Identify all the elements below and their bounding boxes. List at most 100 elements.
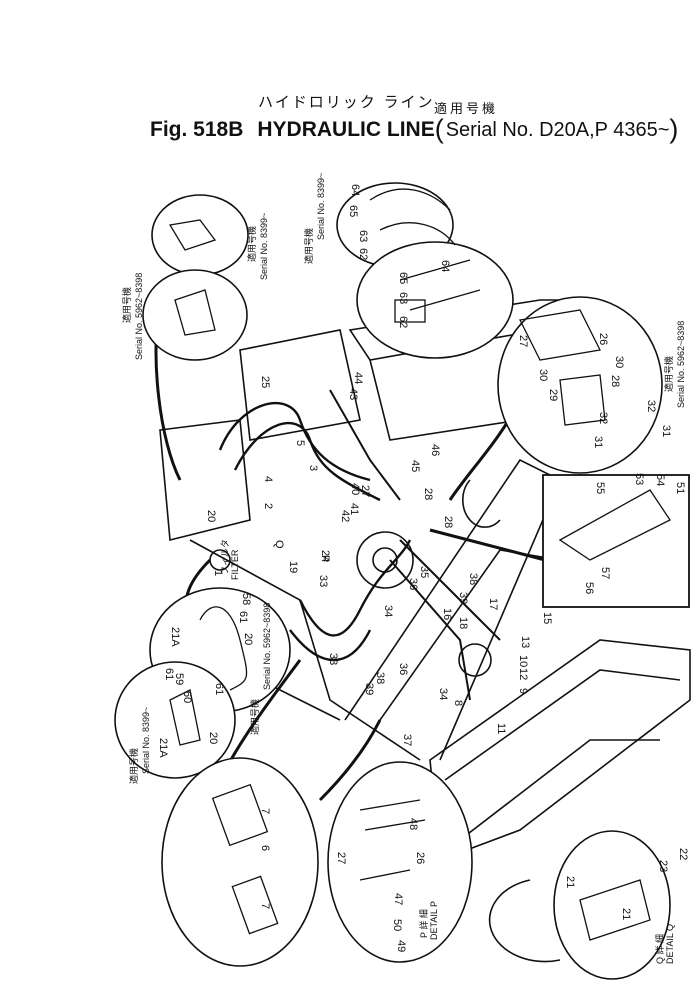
detail-box-bracket xyxy=(542,474,690,608)
sketch-fitting xyxy=(174,289,216,336)
callout: 28 xyxy=(609,375,621,387)
callout: 28 xyxy=(422,488,434,500)
callout: 65 xyxy=(397,272,409,284)
pump xyxy=(458,643,492,677)
callout: 4 xyxy=(262,476,274,482)
callout: 27 xyxy=(517,335,529,347)
callout: 64 xyxy=(349,184,361,196)
callout: 63 xyxy=(397,292,409,304)
callout: 36 xyxy=(407,578,419,590)
detail-bubbles xyxy=(114,182,671,980)
sketch-box-bracket xyxy=(558,489,671,561)
rotated-notes: 適用号機 Serial No. 5962~8398 適用号機 Serial No… xyxy=(121,173,686,964)
machine-body-lines xyxy=(159,299,691,963)
callout: 19 xyxy=(287,561,299,573)
control-valve-core xyxy=(372,547,398,573)
callout: 21A xyxy=(169,627,181,647)
blade-curve xyxy=(488,879,561,963)
callout: 1 xyxy=(212,570,224,576)
figure-number: Fig. 518B xyxy=(150,118,244,141)
callout: 61 xyxy=(163,668,175,680)
bubble-part-sketches xyxy=(168,188,671,941)
serial-note-jp: 適用号機 xyxy=(128,748,139,784)
callout: 46 xyxy=(429,444,441,456)
callout: 22 xyxy=(677,848,689,860)
callout: 12 xyxy=(517,668,529,680)
serial-note: Serial No. 5962~8398 xyxy=(676,321,686,408)
callout: 36 xyxy=(397,663,409,675)
callout: 59 xyxy=(173,673,185,685)
bubble-center-upper xyxy=(356,241,514,359)
callout: 39 xyxy=(457,592,469,604)
frame-lower xyxy=(379,549,561,721)
sketch-bracket-a xyxy=(519,309,601,361)
callout: 32 xyxy=(645,400,657,412)
sketch-hose-end xyxy=(211,783,269,847)
callout: 60 xyxy=(181,691,193,703)
callout: 32 xyxy=(597,412,609,424)
callout: 26 xyxy=(414,852,426,864)
pipe-to-cylinder-b xyxy=(399,539,501,641)
callout: 25 xyxy=(259,376,271,388)
callout: 34 xyxy=(437,688,449,700)
callout: 50 xyxy=(391,919,403,931)
sketch-tube-a xyxy=(199,606,248,691)
callout: P xyxy=(319,555,331,562)
sketch-hoses-c xyxy=(399,259,481,311)
bubble-bottom-left xyxy=(161,757,319,967)
callout: 23 xyxy=(657,860,669,872)
serial-note-jp: 適用号機 xyxy=(663,356,674,392)
pipe-upper xyxy=(329,389,401,501)
callout: 21 xyxy=(564,876,576,888)
blade-lower-edge xyxy=(459,739,660,841)
callout: 55 xyxy=(594,482,606,494)
callout: 21 xyxy=(620,908,632,920)
blade-edge xyxy=(444,669,681,781)
callout: 44 xyxy=(352,372,364,384)
leader-bottom-center xyxy=(318,719,382,802)
callout: 3 xyxy=(307,465,319,471)
callout: 54 xyxy=(654,474,666,486)
sketch-tube-b xyxy=(169,689,201,746)
callout: Q xyxy=(273,540,285,549)
figure-title: HYDRAULIC LINE xyxy=(257,118,435,141)
callout: 63 xyxy=(357,230,369,242)
callout: 47 xyxy=(392,893,404,905)
open-paren: ( xyxy=(434,114,444,144)
callout: 21A xyxy=(157,738,169,758)
callout: 27 xyxy=(359,485,371,497)
callout: 40 xyxy=(349,483,361,495)
detail-p-jp: P 詳 細 xyxy=(418,909,429,938)
callout: 11 xyxy=(495,723,507,734)
blade-outline xyxy=(429,639,691,862)
callout: 20 xyxy=(207,732,219,744)
callout: 39 xyxy=(363,683,375,695)
cylinder-round xyxy=(462,479,501,528)
serial-note-jp: 適用号機 xyxy=(121,287,132,323)
callout: 57 xyxy=(599,567,611,579)
callout: 24 xyxy=(319,550,331,562)
serial-note: Serial No. 8399~ xyxy=(316,173,326,240)
pipe-to-cylinder xyxy=(389,559,471,701)
callout: 20 xyxy=(205,510,217,522)
bubble-top-left-small xyxy=(151,194,249,276)
callout: 61 xyxy=(237,611,249,623)
callout: 20 xyxy=(242,633,254,645)
sketch-clamp xyxy=(168,219,217,251)
sketch-bracket-b xyxy=(559,374,606,426)
detail-q-jp: Q 詳 細 xyxy=(654,934,665,964)
callout: 7 xyxy=(259,903,271,909)
callout: 31 xyxy=(660,425,672,437)
bubble-detail-p xyxy=(327,761,473,963)
callout: 65 xyxy=(347,205,359,217)
callout: 61 xyxy=(213,683,225,695)
serial-note: Serial No. 8399~ xyxy=(259,213,269,280)
callout: 41 xyxy=(348,503,360,515)
leader-detail-box xyxy=(429,528,546,562)
detail-q: DETAIL Q xyxy=(665,924,675,964)
serial-note: Serial No. 8399~ xyxy=(141,707,151,774)
callout: 13 xyxy=(519,636,531,648)
bubble-right xyxy=(497,296,663,474)
